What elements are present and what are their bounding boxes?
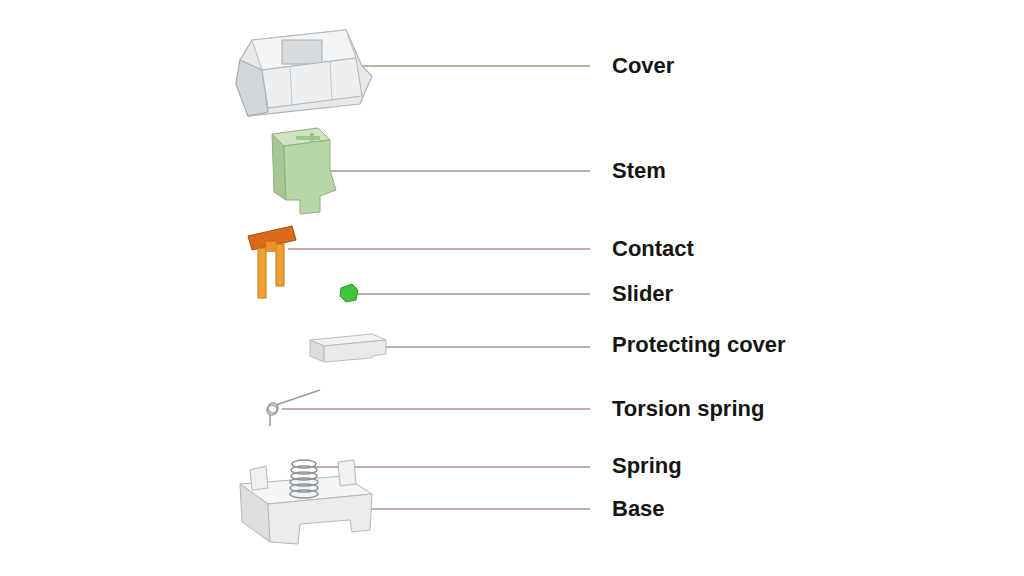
part-label: Protecting cover [612, 332, 786, 358]
leader-line [288, 248, 590, 249]
part-label: Contact [612, 236, 694, 262]
slider-part [340, 284, 358, 302]
leader-line [378, 346, 590, 347]
leader-line [356, 65, 590, 66]
base-part [240, 460, 372, 544]
protecting-cover-part [310, 334, 386, 362]
leader-line [368, 508, 590, 509]
spring-part [290, 460, 318, 498]
leader-line [328, 170, 590, 171]
leader-line [282, 408, 590, 409]
leader-lines [282, 66, 590, 509]
contact-part [248, 226, 296, 298]
part-label: Cover [612, 53, 674, 79]
part-label: Base [612, 496, 665, 522]
stem-part [272, 128, 336, 214]
cover-part [236, 30, 372, 116]
part-label: Stem [612, 158, 666, 184]
part-label: Slider [612, 281, 673, 307]
torsion-spring-part [267, 390, 320, 426]
leader-line [356, 293, 590, 294]
part-label: Spring [612, 453, 682, 479]
part-label: Torsion spring [612, 396, 764, 422]
